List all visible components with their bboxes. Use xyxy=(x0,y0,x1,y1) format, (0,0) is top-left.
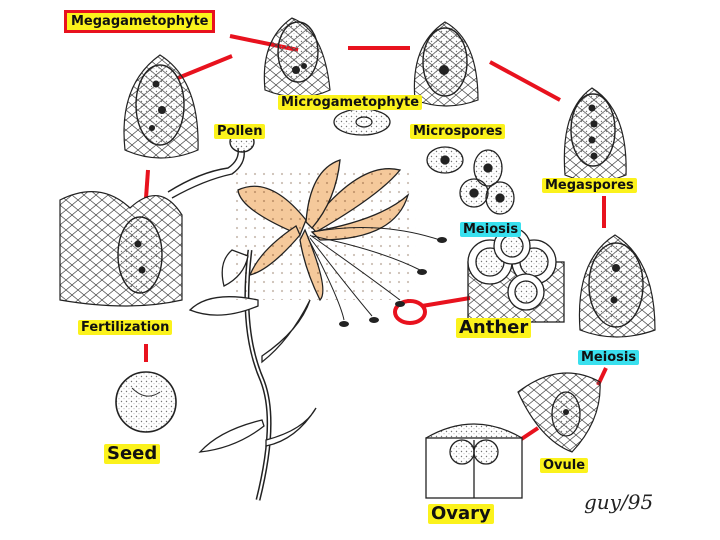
label-ovary: Ovary xyxy=(428,504,494,524)
label-meiosis-anther: Meiosis xyxy=(460,222,521,237)
artist-signature: guy/95 xyxy=(584,490,653,514)
megaspores-cell xyxy=(564,88,626,182)
connector-megaspores-top xyxy=(490,62,560,100)
label-anther: Anther xyxy=(456,318,531,338)
label-pollen: Pollen xyxy=(214,124,265,139)
connector-anther xyxy=(422,298,470,306)
ovary-drawing xyxy=(426,424,522,498)
microspores-cluster xyxy=(427,147,514,214)
connector-megagameto-cell xyxy=(178,56,232,78)
ovule-drawing xyxy=(518,373,600,452)
label-microspores: Microspores xyxy=(410,124,505,139)
megaspore-meiosis-cell xyxy=(579,235,655,337)
label-seed: Seed xyxy=(104,444,160,464)
label-fertilization: Fertilization xyxy=(78,320,172,335)
lily-flower xyxy=(190,160,447,500)
anther-cross-section xyxy=(468,228,564,322)
megaspore-mother-cell xyxy=(414,22,478,106)
microgametophyte-cell xyxy=(334,109,390,135)
connector-pollen-fert xyxy=(146,170,148,198)
megagametophyte-cell-top xyxy=(264,18,330,97)
connector-ovule-ovary xyxy=(520,428,538,440)
label-microgametophyte: Microgametophyte xyxy=(278,95,422,110)
label-ovule: Ovule xyxy=(540,458,588,473)
seed-drawing xyxy=(116,372,176,432)
label-megaspores: Megaspores xyxy=(542,178,637,193)
megagametophyte-cell-left xyxy=(124,55,198,158)
label-megagametophyte: Megagametophyte xyxy=(64,10,215,33)
fertilization-ovule xyxy=(60,192,182,306)
label-meiosis-ovule: Meiosis xyxy=(578,350,639,365)
